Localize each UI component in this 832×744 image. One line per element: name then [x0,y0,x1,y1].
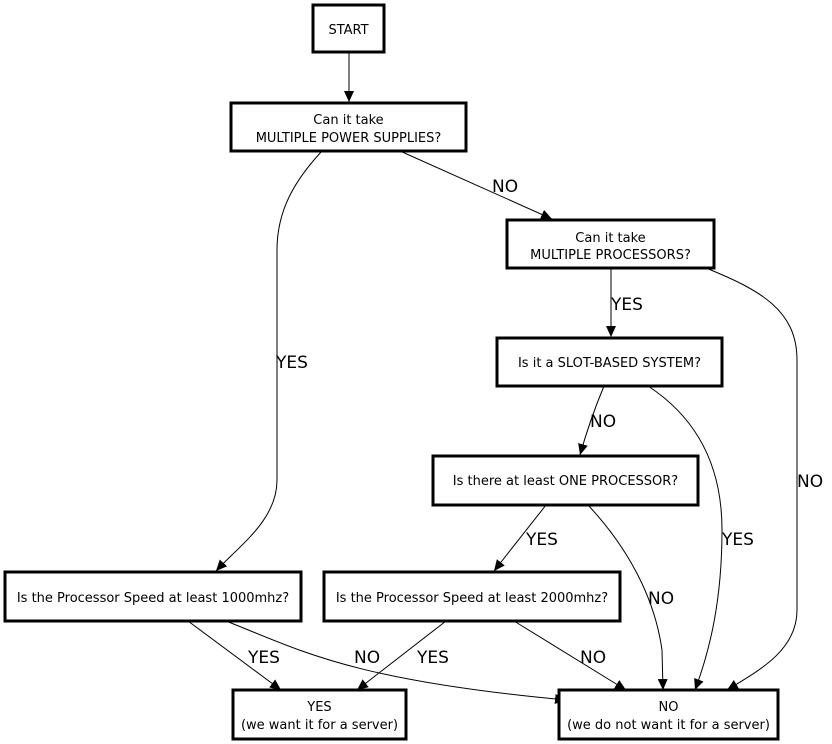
node-at-least-one-processor: Is there at least ONE PROCESSOR? [431,454,700,507]
edge-label-one-processor-no: NO [648,589,674,609]
node-speed-1000mhz-label: Is the Processor Speed at least 1000mhz? [17,591,289,606]
edge-label-power-supplies-no: NO [492,177,518,197]
node-slot-based-system: Is it a SLOT-BASED SYSTEM? [495,336,724,388]
edge-slot-no: NO [578,385,616,456]
node-slot-based-system-label: Is it a SLOT-BASED SYSTEM? [518,356,701,371]
edge-label-speed2000-no: NO [580,648,606,668]
edge-power-supplies-yes: YES [215,150,323,572]
edge-label-speed1000-yes: YES [247,648,280,668]
edge-speed1000-yes: YES [187,620,282,691]
edge-label-processors-no: NO [797,472,823,492]
edge-speed1000-no: NO [225,620,567,704]
node-no-server: NO (we do not want it for a server) [557,688,780,741]
node-multiple-power-supplies-line2: MULTIPLE POWER SUPPLIES? [256,131,442,146]
node-multiple-power-supplies-line1: Can it take [313,113,383,128]
node-start: START [311,3,386,54]
node-multiple-processors-line2: MULTIPLE PROCESSORS? [530,248,691,263]
node-speed-2000mhz: Is the Processor Speed at least 2000mhz? [322,570,622,623]
edge-label-slot-yes: YES [721,530,754,550]
node-multiple-processors: Can it take MULTIPLE PROCESSORS? [505,218,716,270]
edge-label-slot-no: NO [590,412,616,432]
node-multiple-processors-line1: Can it take [575,231,645,246]
node-at-least-one-processor-label: Is there at least ONE PROCESSOR? [453,474,678,489]
node-no-server-line1: NO [659,700,679,715]
edge-label-power-supplies-yes: YES [275,353,308,373]
edge-processors-yes: YES [606,268,643,337]
edge-slot-yes: YES [647,385,754,691]
edge-processors-no: NO [705,267,823,691]
edge-label-one-processor-yes: YES [525,530,558,550]
node-speed-2000mhz-label: Is the Processor Speed at least 2000mhz? [336,591,608,606]
edge-label-processors-yes: YES [610,295,643,315]
edge-speed2000-no: NO [513,620,627,691]
node-yes-server: YES (we want it for a server) [231,688,408,741]
node-yes-server-line2: (we want it for a server) [241,718,398,733]
node-start-label: START [328,23,368,38]
edge-speed2000-yes: YES [356,620,449,691]
edge-power-supplies-no: NO [399,150,553,220]
node-yes-server-line1: YES [306,700,331,715]
edge-one-processor-yes: YES [493,504,558,572]
edge-label-speed1000-no: NO [354,648,380,668]
node-multiple-power-supplies: Can it take MULTIPLE POWER SUPPLIES? [229,101,468,153]
node-speed-1000mhz: Is the Processor Speed at least 1000mhz? [3,570,303,623]
edge-one-processor-no: NO [587,504,674,691]
node-no-server-line2: (we do not want it for a server) [567,718,770,733]
edge-label-speed2000-yes: YES [416,648,449,668]
